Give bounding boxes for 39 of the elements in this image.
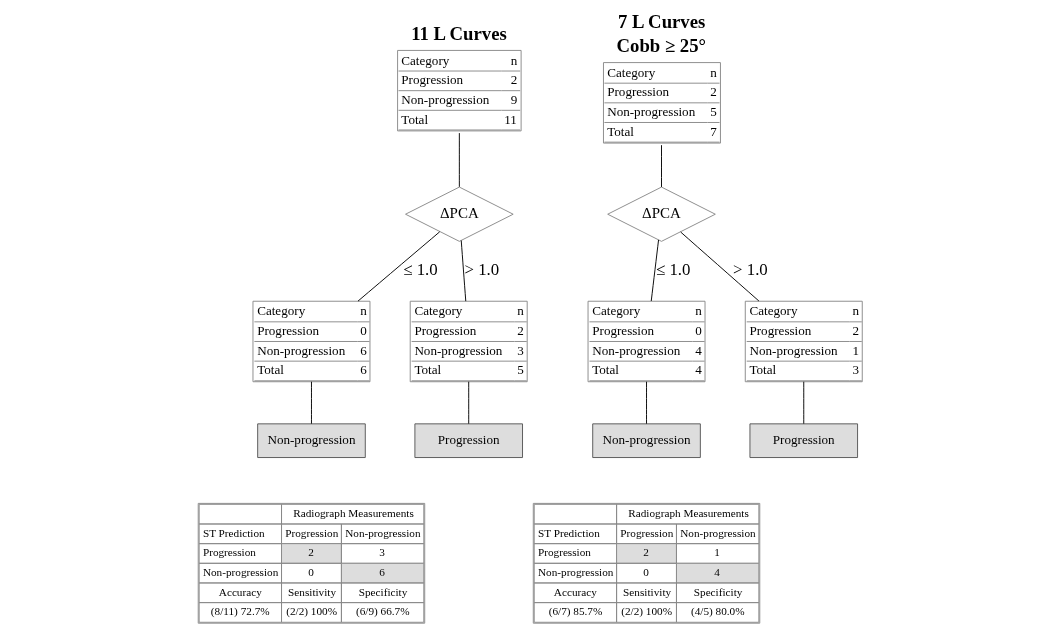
label: 1: [714, 546, 720, 559]
label: ST Prediction: [537, 526, 600, 539]
label: Non-progression: [202, 566, 279, 579]
label: 6: [379, 566, 385, 579]
label: (4/5) 80.0%: [690, 605, 745, 618]
label: Progression: [620, 526, 674, 539]
label: 2: [308, 546, 314, 559]
label: Non-progression: [537, 566, 614, 579]
node-label: 11 L Curves: [411, 23, 507, 45]
label: Radiograph Measurements: [293, 507, 414, 520]
label: Specificity: [693, 585, 743, 598]
label: 0: [643, 566, 649, 579]
label: Accuracy: [218, 585, 262, 598]
label: 2: [643, 546, 649, 559]
edge-label: > 1.0: [464, 260, 500, 280]
label: Sensitivity: [288, 585, 337, 598]
edge-label: > 1.0: [733, 260, 768, 280]
label: 4: [714, 566, 720, 579]
edge-label: ≤ 1.0: [403, 260, 438, 280]
label: (6/7) 85.7%: [548, 605, 603, 618]
label: Accuracy: [553, 585, 597, 598]
label: Non-progression: [680, 526, 756, 539]
label: ST Prediction: [202, 526, 265, 539]
label: 0: [308, 566, 314, 579]
label: 3: [379, 546, 385, 559]
label: (8/11) 72.7%: [210, 605, 270, 618]
label: Progression: [202, 546, 256, 559]
node-label: 7 L Curves: [617, 10, 706, 32]
label: Non-progression: [345, 526, 421, 539]
edge-label: ≤ 1.0: [655, 260, 691, 280]
label: Specificity: [358, 585, 408, 598]
label: Progression: [537, 546, 591, 559]
label: (2/2) 100%: [286, 605, 337, 618]
label: Radiograph Measurements: [628, 507, 749, 520]
label: (6/9) 66.7%: [355, 605, 410, 618]
label: Sensitivity: [623, 585, 672, 598]
node-label: Cobb ≥ 25°: [616, 35, 707, 57]
label: Progression: [285, 526, 339, 539]
label: (2/2) 100%: [621, 605, 673, 618]
